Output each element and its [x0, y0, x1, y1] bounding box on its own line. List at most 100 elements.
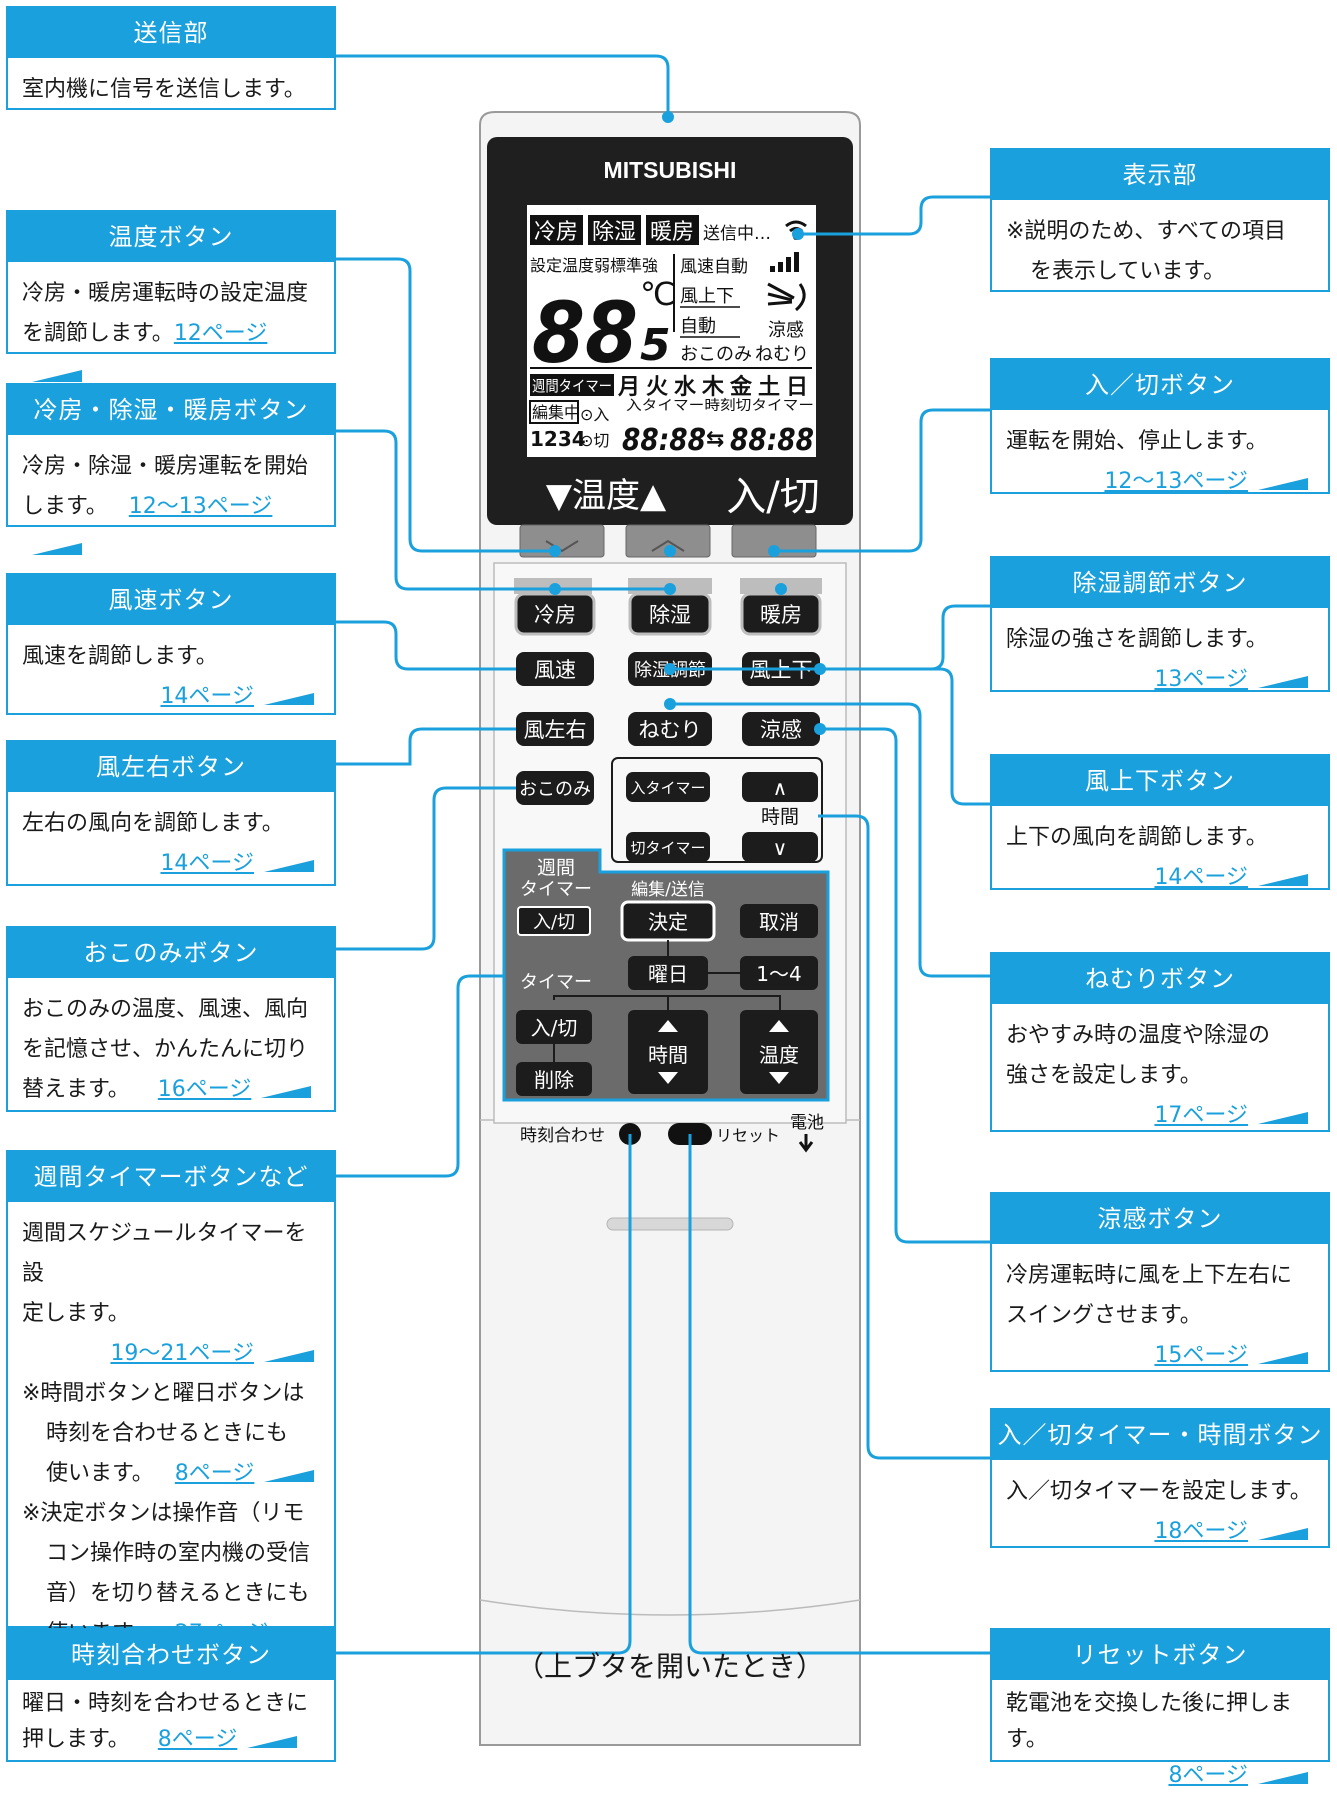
callout-title: 週間タイマーボタンなど	[8, 1152, 334, 1202]
weekday-label: 曜日	[648, 962, 688, 986]
okonomi-button[interactable]: おこのみ	[516, 771, 594, 805]
callout-title: おこのみボタン	[8, 928, 334, 978]
page-ref-link[interactable]: 8ページ	[157, 1727, 238, 1752]
page-ref-link[interactable]: 17ページ	[1154, 1103, 1248, 1128]
ryokan-button[interactable]: 涼感	[742, 712, 820, 746]
callout-hyouji: 表示部 ※説明のため、すべての項目 を表示しています。	[990, 148, 1330, 292]
callout-text: を表示しています。	[1030, 259, 1226, 284]
callout-title: 温度ボタン	[8, 212, 334, 262]
hour-up-label: ∧	[773, 776, 788, 800]
nemuri-button[interactable]: ねむり	[628, 712, 712, 746]
page-ref-link[interactable]: 16ページ	[157, 1077, 252, 1102]
page-ref-link[interactable]: 19〜21ページ	[110, 1341, 254, 1366]
callout-title: リセットボタン	[992, 1630, 1328, 1680]
callout-title: 入／切ボタン	[992, 360, 1328, 410]
callout-title: 時刻合わせボタン	[8, 1630, 334, 1680]
arrow-icon	[264, 1470, 315, 1482]
callout-text: を記憶させ、かんたんに切り	[22, 1037, 309, 1062]
page-ref-link[interactable]: 12〜13ページ	[1104, 469, 1248, 494]
callout-title: 表示部	[992, 150, 1328, 200]
page-ref-link[interactable]: 15ページ	[1154, 1343, 1248, 1368]
page-ref-link[interactable]: 14ページ	[1154, 865, 1248, 890]
cool-button-label: 冷房	[534, 603, 576, 627]
callout-text: 運転を開始、停止します。	[1006, 429, 1268, 454]
page-ref-link[interactable]: 8ページ	[1168, 1763, 1248, 1788]
arrow-icon	[32, 370, 82, 382]
callout-fujouge: 風上下ボタン 上下の風向を調節します。 14ページ	[990, 754, 1330, 890]
lcd-celsius: ℃	[640, 275, 676, 313]
ryokan-label: 涼感	[760, 718, 802, 742]
weekly-time-button[interactable]: 時間	[628, 1010, 708, 1094]
arrow-icon	[261, 1086, 312, 1098]
lcd-numbers: 1234	[530, 427, 586, 451]
vane-swing-icon	[767, 282, 806, 312]
arrow-icon	[1258, 1772, 1308, 1784]
page-ref-link[interactable]: 13ページ	[1154, 667, 1248, 692]
temp-down-button[interactable]	[519, 524, 605, 558]
page-ref-link[interactable]: 12ページ	[173, 321, 268, 346]
delete-button[interactable]: 削除	[516, 1062, 592, 1096]
lcd-mode-cool: 冷房	[534, 220, 578, 245]
callout-text: 風速を調節します。	[22, 644, 218, 669]
heat-button[interactable]: 暖房	[740, 592, 822, 636]
lcd-half-digit: 5	[640, 320, 671, 371]
lcd-okonomi: おこのみ	[680, 344, 752, 365]
lcd-off-label: ⊙切	[580, 431, 609, 450]
reset-label: リセット	[716, 1126, 780, 1145]
callout-mode: 冷房・除湿・暖房ボタン 冷房・除湿・暖房運転を開始 します。 12〜13ページ	[6, 383, 336, 555]
dry-button[interactable]: 除湿	[628, 592, 712, 636]
power-label: 入/切	[726, 474, 819, 520]
callout-okonomi: おこのみボタン おこのみの温度、風速、風向 を記憶させ、かんたんに切り 替えます…	[6, 926, 336, 1112]
weekly-onoff-label: 入/切	[533, 912, 575, 933]
page-ref-link[interactable]: 8ページ	[174, 1461, 255, 1486]
callout-timer: 入／切タイマー・時間ボタン 入／切タイマーを設定します。 18ページ	[990, 1408, 1330, 1548]
arrow-icon	[264, 693, 314, 705]
cancel-button[interactable]: 取消	[740, 904, 818, 938]
lcd-vane-ud: 風上下	[680, 286, 734, 307]
callout-ondo: 温度ボタン 冷房・暖房運転時の設定温度 を調節します。12ページ	[6, 210, 336, 382]
weekly-time-label: 時間	[648, 1043, 688, 1067]
timer-label: タイマー	[520, 972, 592, 993]
callout-text: 替えます。	[22, 1077, 130, 1102]
hour-up-button[interactable]: ∧	[742, 772, 818, 802]
weekly-temp-label: 温度	[759, 1043, 799, 1067]
hour-down-button[interactable]: ∨	[742, 832, 818, 862]
lcd-screen	[527, 205, 816, 457]
arrow-icon	[1258, 1112, 1308, 1124]
callout-text: 除湿の強さを調節します。	[1006, 627, 1268, 652]
on-timer-button[interactable]: 入タイマー	[626, 772, 710, 802]
callout-text: 上下の風向を調節します。	[1006, 825, 1268, 850]
page-ref-link[interactable]: 14ページ	[160, 684, 254, 709]
decide-button[interactable]: 決定	[620, 900, 716, 942]
off-timer-button[interactable]: 切タイマー	[626, 832, 710, 862]
page-ref-link[interactable]: 18ページ	[1154, 1519, 1248, 1544]
page-ref-link[interactable]: 14ページ	[160, 851, 254, 876]
fan-speed-button[interactable]: 風速	[516, 652, 594, 686]
lcd-weekly-timer: 週間タイマー	[532, 377, 612, 395]
temp-up-button[interactable]	[625, 524, 711, 558]
callout-title: 除湿調節ボタン	[992, 558, 1328, 608]
callout-note: 音）を切り替えるときにも	[46, 1581, 310, 1606]
lcd-arrow: ⇆	[706, 427, 724, 452]
callout-fusoku: 風速ボタン 風速を調節します。 14ページ	[6, 573, 336, 715]
weekly-temp-button[interactable]: 温度	[740, 1010, 818, 1094]
vane-lr-button[interactable]: 風左右	[516, 712, 594, 746]
callout-weekly: 週間タイマーボタンなど 週間スケジュールタイマーを設 定します。 19〜21ペー…	[6, 1150, 336, 1682]
range-button[interactable]: 1〜4	[740, 956, 818, 990]
callout-title: 風左右ボタン	[8, 742, 334, 792]
timer-onoff-button[interactable]: 入/切	[516, 1010, 592, 1044]
okonomi-label: おこのみ	[519, 779, 591, 800]
weekly-onoff-button[interactable]: 入/切	[517, 906, 591, 936]
hour-label: 時間	[761, 806, 799, 828]
callout-fusayu: 風左右ボタン 左右の風向を調節します。 14ページ	[6, 740, 336, 886]
callout-text: おやすみ時の温度や除湿の	[1006, 1023, 1271, 1048]
callout-text: 押します。	[22, 1727, 130, 1752]
remote-diagram: MITSUBISHI 冷房 除湿 暖房 送信中… 設定温度弱標準強 風速自動 8…	[336, 54, 990, 1746]
delete-label: 削除	[534, 1068, 574, 1092]
weekly-title-1: 週間	[537, 857, 575, 879]
page-ref-link[interactable]: 12〜13ページ	[128, 494, 273, 519]
cool-button[interactable]: 冷房	[514, 592, 596, 636]
callout-title: 風上下ボタン	[992, 756, 1328, 806]
callout-title: 風速ボタン	[8, 575, 334, 625]
weekday-button[interactable]: 曜日	[628, 956, 708, 990]
